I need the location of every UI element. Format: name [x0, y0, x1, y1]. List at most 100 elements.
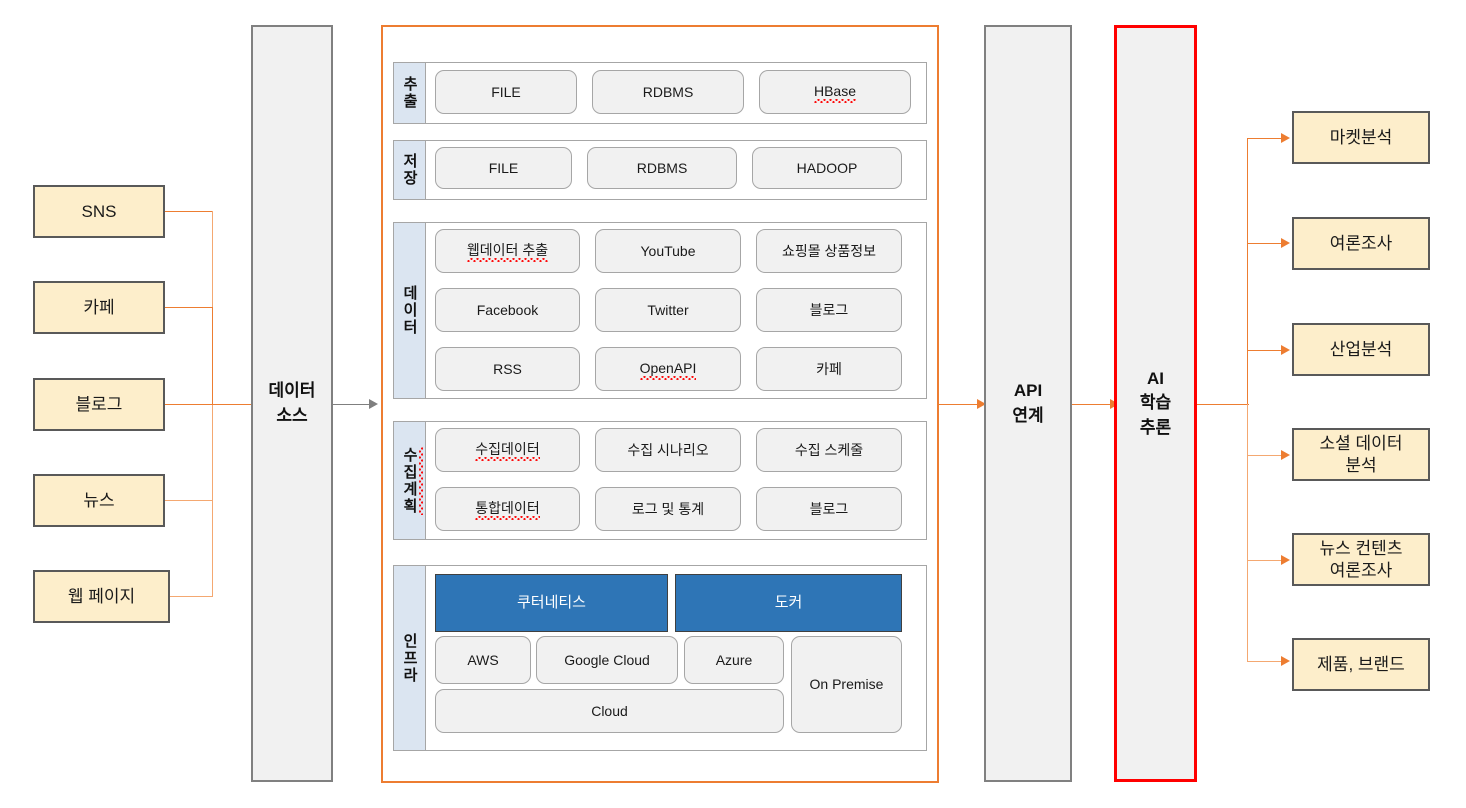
chip-cafe[interactable]: 카페 — [756, 347, 902, 391]
arrow-out-5 — [1281, 555, 1290, 565]
pillar-line-1: AI — [1147, 368, 1164, 388]
chip-label: RSS — [493, 360, 522, 377]
source-box-webpage[interactable]: 웹 페이지 — [33, 570, 170, 623]
connector-out-3 — [1247, 350, 1283, 351]
chip-label: 수집데이터 — [475, 441, 541, 461]
chip-label: 통합데이터 — [475, 500, 541, 520]
source-box-news[interactable]: 뉴스 — [33, 474, 165, 527]
source-label: SNS — [81, 201, 117, 221]
chip-label: RDBMS — [636, 159, 688, 176]
pillar-line-1: API — [1013, 380, 1043, 400]
chip-label: 웹데이터 추출 — [466, 242, 549, 262]
chip-rdbms-2[interactable]: RDBMS — [587, 147, 737, 189]
chip-shopping-mall[interactable]: 쇼핑몰 상품정보 — [756, 229, 902, 273]
chip-docker[interactable]: 도커 — [675, 574, 902, 632]
chip-twitter[interactable]: Twitter — [595, 288, 741, 332]
output-box-social-data-analysis[interactable]: 소셜 데이터 분석 — [1292, 428, 1430, 481]
chip-hbase[interactable]: HBase — [759, 70, 911, 114]
platform-row-storage: 저장 FILE RDBMS HADOOP — [393, 140, 927, 200]
source-box-sns[interactable]: SNS — [33, 185, 165, 238]
connector-out-1 — [1247, 138, 1283, 139]
connector-datasource-to-platform — [333, 404, 371, 405]
chip-youtube[interactable]: YouTube — [595, 229, 741, 273]
arrow-datasource-to-platform — [369, 399, 378, 409]
row-label-text: 수집계획 — [401, 446, 423, 515]
arrow-platform-to-api — [977, 399, 986, 409]
source-label: 블로그 — [75, 394, 123, 414]
chip-rss[interactable]: RSS — [435, 347, 580, 391]
arrow-out-4 — [1281, 450, 1290, 460]
source-box-blog[interactable]: 블로그 — [33, 378, 165, 431]
output-label-line-2: 여론조사 — [1329, 560, 1393, 580]
chip-label: 쇼핑몰 상품정보 — [781, 242, 877, 259]
output-box-industry-analysis[interactable]: 산업분석 — [1292, 323, 1430, 376]
row-label-data: 데이터 — [394, 223, 426, 398]
chip-kubernetes[interactable]: 쿠터네티스 — [435, 574, 668, 632]
pillar-line-2: 연계 — [1012, 405, 1044, 425]
chip-label: 쿠터네티스 — [516, 594, 586, 611]
platform-row-extract: 추출 FILE RDBMS HBase — [393, 62, 927, 124]
output-label-line-2: 분석 — [1345, 455, 1377, 475]
pillar-data-source[interactable]: 데이터 소스 — [251, 25, 333, 782]
connector-ai-out — [1197, 404, 1249, 405]
chip-label: Google Cloud — [564, 651, 650, 668]
source-label: 웹 페이지 — [67, 586, 136, 606]
chip-integrated-data[interactable]: 통합데이터 — [435, 487, 580, 531]
connector-webpage-h — [168, 596, 213, 597]
chip-collect-schedule[interactable]: 수집 스케줄 — [756, 428, 902, 472]
output-box-product-brand[interactable]: 제품, 브랜드 — [1292, 638, 1430, 691]
connector-platform-to-api — [939, 404, 979, 405]
chip-blog-2[interactable]: 블로그 — [756, 487, 902, 531]
connector-webpage-v — [212, 404, 213, 597]
chip-file-2[interactable]: FILE — [435, 147, 572, 189]
platform-row-collection-plan: 수집계획 수집데이터 수집 시나리오 수집 스케줄 통합데이터 로그 및 통계 … — [393, 421, 927, 540]
chip-hadoop[interactable]: HADOOP — [752, 147, 902, 189]
chip-label: 수집 시나리오 — [627, 441, 709, 458]
chip-google-cloud[interactable]: Google Cloud — [536, 636, 678, 684]
output-box-public-opinion[interactable]: 여론조사 — [1292, 217, 1430, 270]
output-label-line-1: 제품, 브랜드 — [1317, 654, 1405, 674]
row-body-collection-plan: 수집데이터 수집 시나리오 수집 스케줄 통합데이터 로그 및 통계 블로그 — [426, 422, 926, 539]
chip-label: On Premise — [809, 676, 884, 693]
chip-file[interactable]: FILE — [435, 70, 577, 114]
row-label-infra: 인프라 — [394, 566, 426, 750]
chip-label: FILE — [488, 159, 519, 176]
row-body-infra: 쿠터네티스 도커 AWS Google Cloud Azure On Premi… — [426, 566, 926, 750]
chip-rdbms[interactable]: RDBMS — [592, 70, 744, 114]
row-label-extract: 추출 — [394, 63, 426, 123]
chip-on-premise[interactable]: On Premise — [791, 636, 902, 733]
chip-web-data-extract[interactable]: 웹데이터 추출 — [435, 229, 580, 273]
source-label: 카페 — [83, 297, 115, 317]
output-box-news-content-opinion[interactable]: 뉴스 컨텐츠 여론조사 — [1292, 533, 1430, 586]
arrow-out-6 — [1281, 656, 1290, 666]
chip-log-statistics[interactable]: 로그 및 통계 — [595, 487, 741, 531]
chip-facebook[interactable]: Facebook — [435, 288, 580, 332]
chip-label: 블로그 — [809, 500, 849, 517]
platform-row-infra: 인프라 쿠터네티스 도커 AWS Google Cloud Azure On P… — [393, 565, 927, 751]
chip-collect-scenario[interactable]: 수집 시나리오 — [595, 428, 741, 472]
chip-blog[interactable]: 블로그 — [756, 288, 902, 332]
arrow-out-1 — [1281, 133, 1290, 143]
row-label-text: 저장 — [401, 153, 418, 187]
chip-cloud[interactable]: Cloud — [435, 689, 784, 733]
source-box-cafe[interactable]: 카페 — [33, 281, 165, 334]
chip-label: 로그 및 통계 — [631, 500, 705, 517]
chip-label: OpenAPI — [639, 360, 697, 380]
source-label: 뉴스 — [83, 490, 115, 510]
output-label-line-1: 뉴스 컨텐츠 — [1319, 539, 1403, 559]
output-box-market-analysis[interactable]: 마켓분석 — [1292, 111, 1430, 164]
chip-collect-data[interactable]: 수집데이터 — [435, 428, 580, 472]
chip-aws[interactable]: AWS — [435, 636, 531, 684]
chip-openapi[interactable]: OpenAPI — [595, 347, 741, 391]
row-body-extract: FILE RDBMS HBase — [426, 63, 926, 123]
output-label-line-1: 소셜 데이터 — [1319, 434, 1403, 454]
connector-out-4 — [1247, 455, 1283, 456]
connector-out-2 — [1247, 243, 1283, 244]
chip-label: 블로그 — [809, 301, 849, 318]
chip-azure[interactable]: Azure — [684, 636, 784, 684]
row-label-text: 데이터 — [401, 285, 418, 336]
pillar-api[interactable]: API 연계 — [984, 25, 1072, 782]
connector-blog-h — [165, 404, 213, 405]
pillar-ai[interactable]: AI 학습 추론 — [1114, 25, 1197, 782]
chip-label: AWS — [467, 651, 499, 668]
